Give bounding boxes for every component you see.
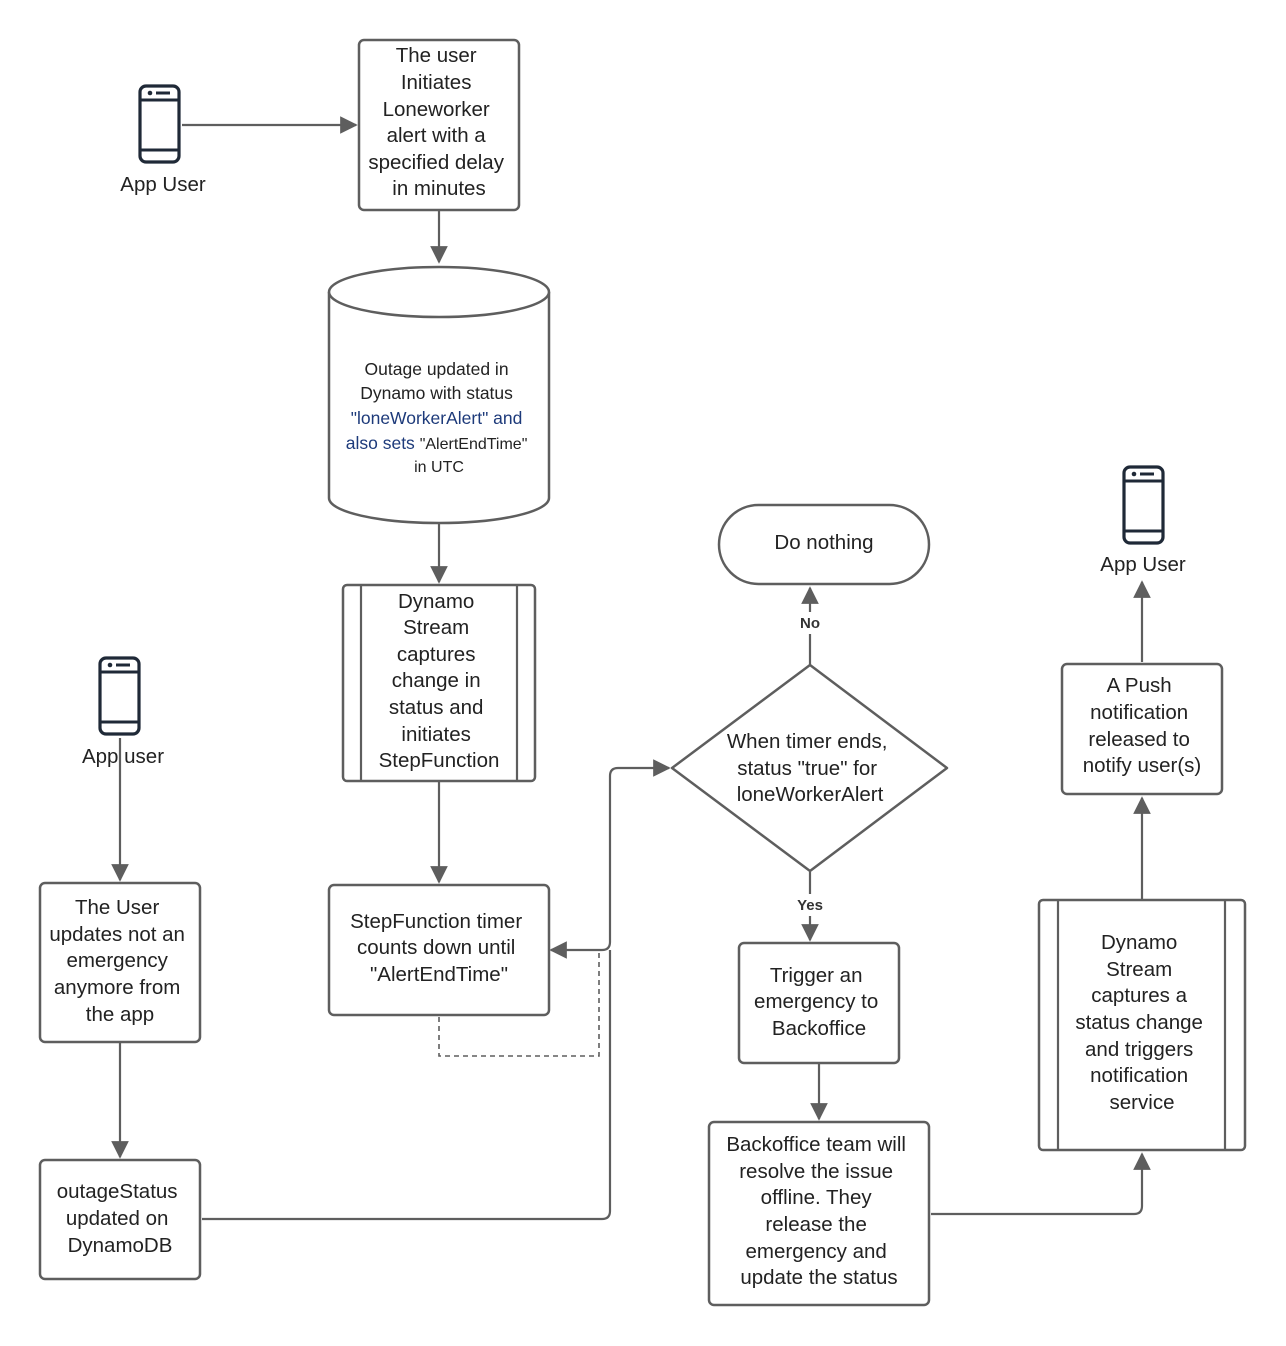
text-line: Stream	[403, 616, 469, 639]
node-text: Backoffice team will resolve the issue o…	[726, 1133, 911, 1289]
node-decision: When timer ends, status "true" for loneW…	[670, 663, 949, 873]
node-text: StepFunction timer counts down until "Al…	[350, 910, 528, 986]
text-part: also sets	[346, 433, 420, 453]
text-line: Loneworker	[383, 98, 490, 121]
text-line: status "true" for	[737, 757, 877, 780]
text-line: alert with a	[387, 124, 487, 147]
text-line: The user	[396, 44, 477, 67]
text-line: captures a	[1091, 984, 1187, 1007]
text-line: counts down until	[357, 936, 515, 959]
text-line: StepFunction	[379, 749, 500, 772]
phone-icon	[138, 84, 181, 164]
node-text: Trigger an emergency to Backoffice	[754, 964, 884, 1040]
node-backoffice-resolve: Backoffice team will resolve the issue o…	[707, 1120, 931, 1307]
node-stream-initiates: Dynamo Stream captures change in status …	[341, 583, 537, 783]
node-dynamo-update: Outage updated in Dynamo with status "lo…	[327, 265, 551, 525]
node-do-nothing: Do nothing	[717, 503, 931, 586]
text-line: notification	[1090, 1064, 1188, 1087]
node-text: A Push notification released to notify u…	[1083, 674, 1201, 777]
node-user-updates: The User updates not an emergency anymor…	[38, 881, 202, 1044]
edge-label-text: Yes	[797, 897, 823, 914]
text-line: updates not an	[49, 923, 185, 946]
edge-label-text: No	[800, 615, 820, 632]
text-line: updated on	[66, 1207, 169, 1230]
text-line: update the status	[740, 1266, 897, 1289]
node-text: outageStatus updated on DynamoDB	[57, 1180, 184, 1257]
actor-app-user-right: App User	[1100, 465, 1186, 576]
text-line: Dynamo with status	[360, 383, 513, 403]
text-line: the app	[86, 1003, 154, 1026]
edges	[111, 116, 1151, 1221]
actor-app-user-top: App User	[120, 84, 206, 196]
text-line: Initiates	[401, 71, 472, 94]
edge-label-no: No	[795, 612, 825, 634]
node-text: When timer ends, status "true" for loneW…	[727, 730, 893, 806]
edge-timer-loop	[438, 950, 600, 1057]
text-line: notify user(s)	[1083, 754, 1201, 777]
text-line: resolve the issue	[739, 1160, 893, 1183]
text-line: When timer ends,	[727, 730, 888, 753]
text-line: and triggers	[1085, 1038, 1193, 1061]
actor-label: App User	[1100, 553, 1186, 576]
text-line: Outage updated in	[365, 359, 509, 379]
text-line: anymore from	[54, 976, 180, 999]
text-line: StepFunction timer	[350, 910, 522, 933]
actor-app-user-left: App user	[82, 656, 164, 768]
phone-icon	[98, 656, 141, 736]
text-line: Dynamo	[1101, 931, 1177, 954]
node-trigger-emergency: Trigger an emergency to Backoffice	[737, 941, 901, 1065]
text-line: DynamoDB	[68, 1234, 173, 1257]
node-text: Dynamo Stream captures change in status …	[379, 590, 500, 772]
text-line: emergency	[66, 949, 168, 972]
node-text: Dynamo Stream captures a status change a…	[1075, 931, 1208, 1114]
node-outage-status: outageStatus updated on DynamoDB	[38, 1158, 202, 1281]
text-line: in minutes	[392, 177, 485, 200]
text-line: release the	[765, 1213, 866, 1236]
actor-label: App User	[120, 173, 206, 196]
text-line: status change	[1075, 1011, 1203, 1034]
text-line: "loneWorkerAlert" and	[351, 408, 523, 428]
text-line: specified delay	[368, 151, 504, 174]
text-line: in UTC	[414, 459, 464, 476]
phone-icon	[1122, 465, 1165, 545]
node-text: The user Initiates Loneworker alert with…	[368, 44, 509, 200]
text-line: A Push	[1107, 674, 1172, 697]
text-line: "AlertEndTime"	[370, 963, 508, 986]
text-line: loneWorkerAlert	[737, 783, 884, 806]
node-stepfunction-timer: StepFunction timer counts down until "Al…	[327, 883, 551, 1017]
node-push-notification: A Push notification released to notify u…	[1060, 662, 1224, 796]
text-line: Stream	[1106, 958, 1172, 981]
text-line: offline. They	[761, 1186, 873, 1209]
node-initiate-alert: The user Initiates Loneworker alert with…	[357, 38, 521, 212]
node-stream-notify: Dynamo Stream captures a status change a…	[1037, 898, 1247, 1152]
text-line: emergency and	[745, 1240, 886, 1263]
node-text: Outage updated in Dynamo with status "lo…	[346, 359, 533, 476]
text-line: Dynamo	[398, 590, 474, 613]
edge-timer-to-decision	[549, 759, 671, 959]
node-text: The User updates not an emergency anymor…	[49, 896, 190, 1026]
text-line: change in	[392, 669, 481, 692]
actor-label: App user	[82, 745, 164, 768]
text-line: outageStatus	[57, 1180, 178, 1203]
text-line: Backoffice	[772, 1017, 866, 1040]
text-line: initiates	[401, 723, 471, 746]
edge-outage-to-decision	[202, 950, 612, 1221]
text-line: Backoffice team will	[726, 1133, 906, 1156]
node-text: Do nothing	[774, 531, 873, 554]
text-line: Trigger an	[770, 964, 863, 987]
text-line-group: also sets "AlertEndTime"	[346, 433, 528, 453]
text-part: "AlertEndTime"	[420, 436, 528, 453]
text-line: emergency to	[754, 990, 878, 1013]
text-line: released to	[1088, 728, 1189, 751]
text-line: captures	[397, 643, 476, 666]
edge-label-yes: Yes	[791, 894, 829, 916]
text-line: service	[1110, 1091, 1175, 1114]
text-line: The User	[75, 896, 159, 919]
text-line: notification	[1090, 701, 1188, 724]
text-line: status and	[389, 696, 484, 719]
edge-backoffice-to-stream-notify	[931, 1152, 1151, 1216]
